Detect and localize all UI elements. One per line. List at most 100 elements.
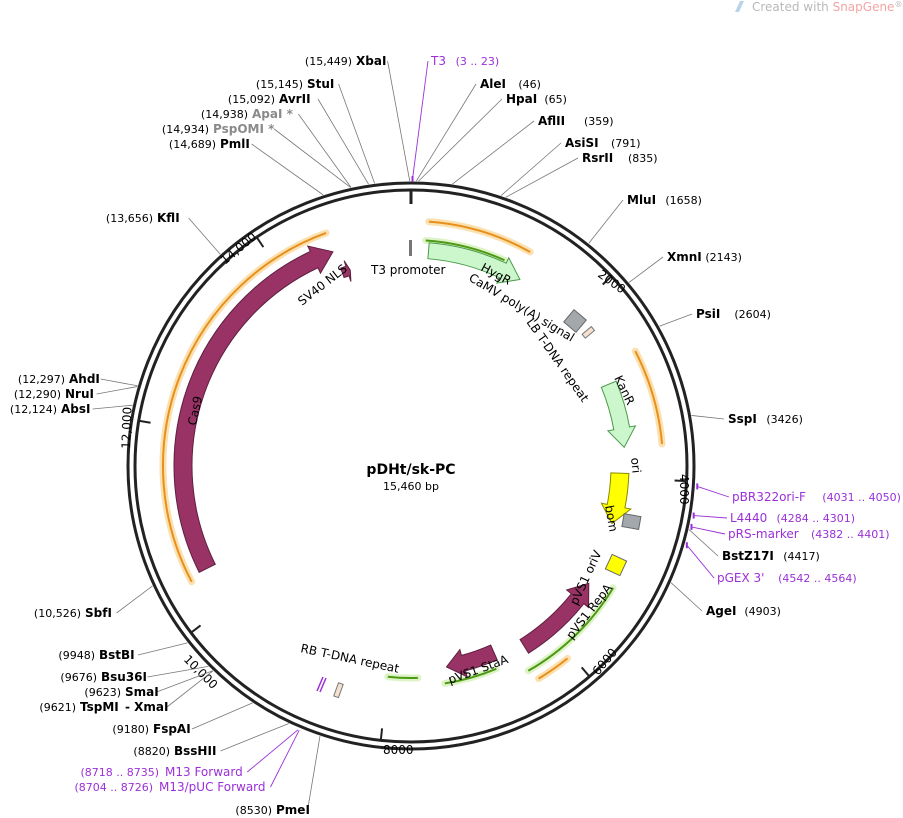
orf-repa-green [524,584,617,675]
site-sspi-name: SspI [728,412,757,426]
leader-mlui [588,199,624,244]
leader-psii [659,313,693,327]
leader-asisi [500,142,562,196]
site-nrui-name: NruI [65,387,94,401]
plasmid-name: pDHt/sk-PC [366,462,455,478]
site-agei: AgeI(4903) [706,604,781,618]
tick-14000 [255,236,265,248]
bom-label: bom [602,504,620,533]
orf-rb [384,673,422,682]
site-ahdi-pos: (12,297) [18,373,65,386]
leader-nrui [96,386,138,395]
leader-pmei [307,736,321,811]
site-pmli-pos: (14,689) [169,138,216,151]
site-alei-name: AleI [480,77,506,91]
tick-label-8000: 8000 [383,743,414,757]
site-bsshii-pos: (8820) [133,745,170,758]
site-aflii: AflII (359) [538,114,614,128]
site-kfli-name: KflI [157,211,180,225]
leader-xmni [628,256,664,283]
leader-primer-m13-forward [247,729,299,773]
leader-aflii [452,120,535,185]
site-sbfi-name: SbfI [85,606,112,620]
site-mlui-pos: (1658) [665,194,702,207]
leader-sbfi [116,585,153,614]
feature-pvs1-repa-arrow [519,582,590,654]
site-bstbi-name: BstBI [99,648,135,662]
site-bsshii-name: BssHII [174,744,216,758]
primer-l4440-range: (4284 .. 4301) [777,512,856,525]
site-absi-name: AbsI [61,402,90,416]
site-bsu36i-name: Bsu36I [101,670,147,684]
primer-prs-marker: pRS-marker(4382 .. 4401) [728,527,890,541]
leader-primer-m13-puc-forward [270,730,300,788]
feature-hygr-arrow [427,242,521,284]
site-tspmi-extra: - XmaI [125,700,168,714]
tick-label-2000: 2000 [595,267,628,296]
site-psii-pos: (2604) [734,308,771,321]
primer-pgex3: pGEX 3'(4542 .. 4564) [717,571,857,585]
site-bsu36i-pos: (9676) [60,671,97,684]
leader-fspai [191,702,253,730]
primer-m13-puc-forward-range: (8704 .. 8726) [74,781,153,794]
feature-pvs1-staa-arrow [445,644,498,678]
site-aflii-pos: (359) [584,115,614,128]
site-smai-pos: (9623) [84,686,121,699]
site-tspmi-name: TspMI [80,700,119,714]
primer-t3: T3(3 .. 23) [430,54,499,68]
site-xmni-pos: (2143) [705,251,742,264]
leader-tspmi [166,670,214,708]
camv-polya-box [563,309,587,333]
feature-ori-arrow [600,472,633,525]
lb-tdna-mark [581,325,596,339]
site-pmei-name: PmeI [276,803,310,817]
orf-kanr [631,347,666,448]
site-ahdi: (12,297) AhdI [18,372,100,386]
tick-12000 [138,419,151,424]
site-bsshii: (8820) BssHII [133,744,216,758]
site-smai-name: SmaI [125,685,159,699]
feature-cas9-arrow [173,245,334,574]
site-pmei-pos: (8530) [235,804,272,817]
tick-label-4000: 4000 [677,474,691,505]
site-aflii-name: AflII [538,114,565,128]
site-nrui: (12,290)NruI [14,387,94,401]
orf-arrows [159,218,666,687]
leader-primer-t3 [412,60,429,180]
tick-label-12000: 12,000 [119,407,134,449]
leader-bstz17i [688,529,719,557]
site-agei-pos: (4903) [744,605,781,618]
site-psii: PsiI(2604) [696,307,771,321]
feature-ori: ori [600,457,644,525]
backbone [126,181,696,751]
site-asisi-name: AsiSI [565,136,599,150]
site-fspai-name: FspAI [153,722,191,736]
leader-bstbi [137,642,188,656]
site-mlui-name: MluI [627,193,656,207]
leader-agei [670,582,703,612]
feature-sv40-nls-arrow [340,260,352,282]
site-absi-pos: (12,124) [10,403,57,416]
site-xbai-name: XbaI [356,54,386,68]
site-ahdi-name: AhdI [69,372,100,386]
site-avrii: (15,092)AvrII [228,92,311,106]
site-kfli-pos: (13,656) [106,212,153,225]
site-rsrii-name: RsrII [582,151,613,165]
t3-promoter-label: T3 promoter [370,263,446,277]
site-bstbi: (9948)BstBI [58,648,134,662]
site-stui-name: StuI [307,77,334,91]
orf-staa [441,665,500,687]
leader-stui [338,83,375,184]
site-xmni-name: XmnI [667,250,702,264]
site-pspomi: (14,934)PspOMI * [162,122,275,136]
primer-pgex3-range: (4542 .. 4564) [778,572,857,585]
feature-pvs1-staa: pVS1 StaA [445,644,511,687]
site-hpai-name: HpaI [506,92,537,106]
leader-primer-l4440 [693,515,728,519]
site-hpai: HpaI (65) [506,92,567,106]
primer-pbr322ori-f-name: pBR322ori-F [732,490,806,504]
site-hpai-pos: (65) [544,93,567,106]
leader-apai [298,113,352,188]
orf-cas9 [159,229,330,586]
